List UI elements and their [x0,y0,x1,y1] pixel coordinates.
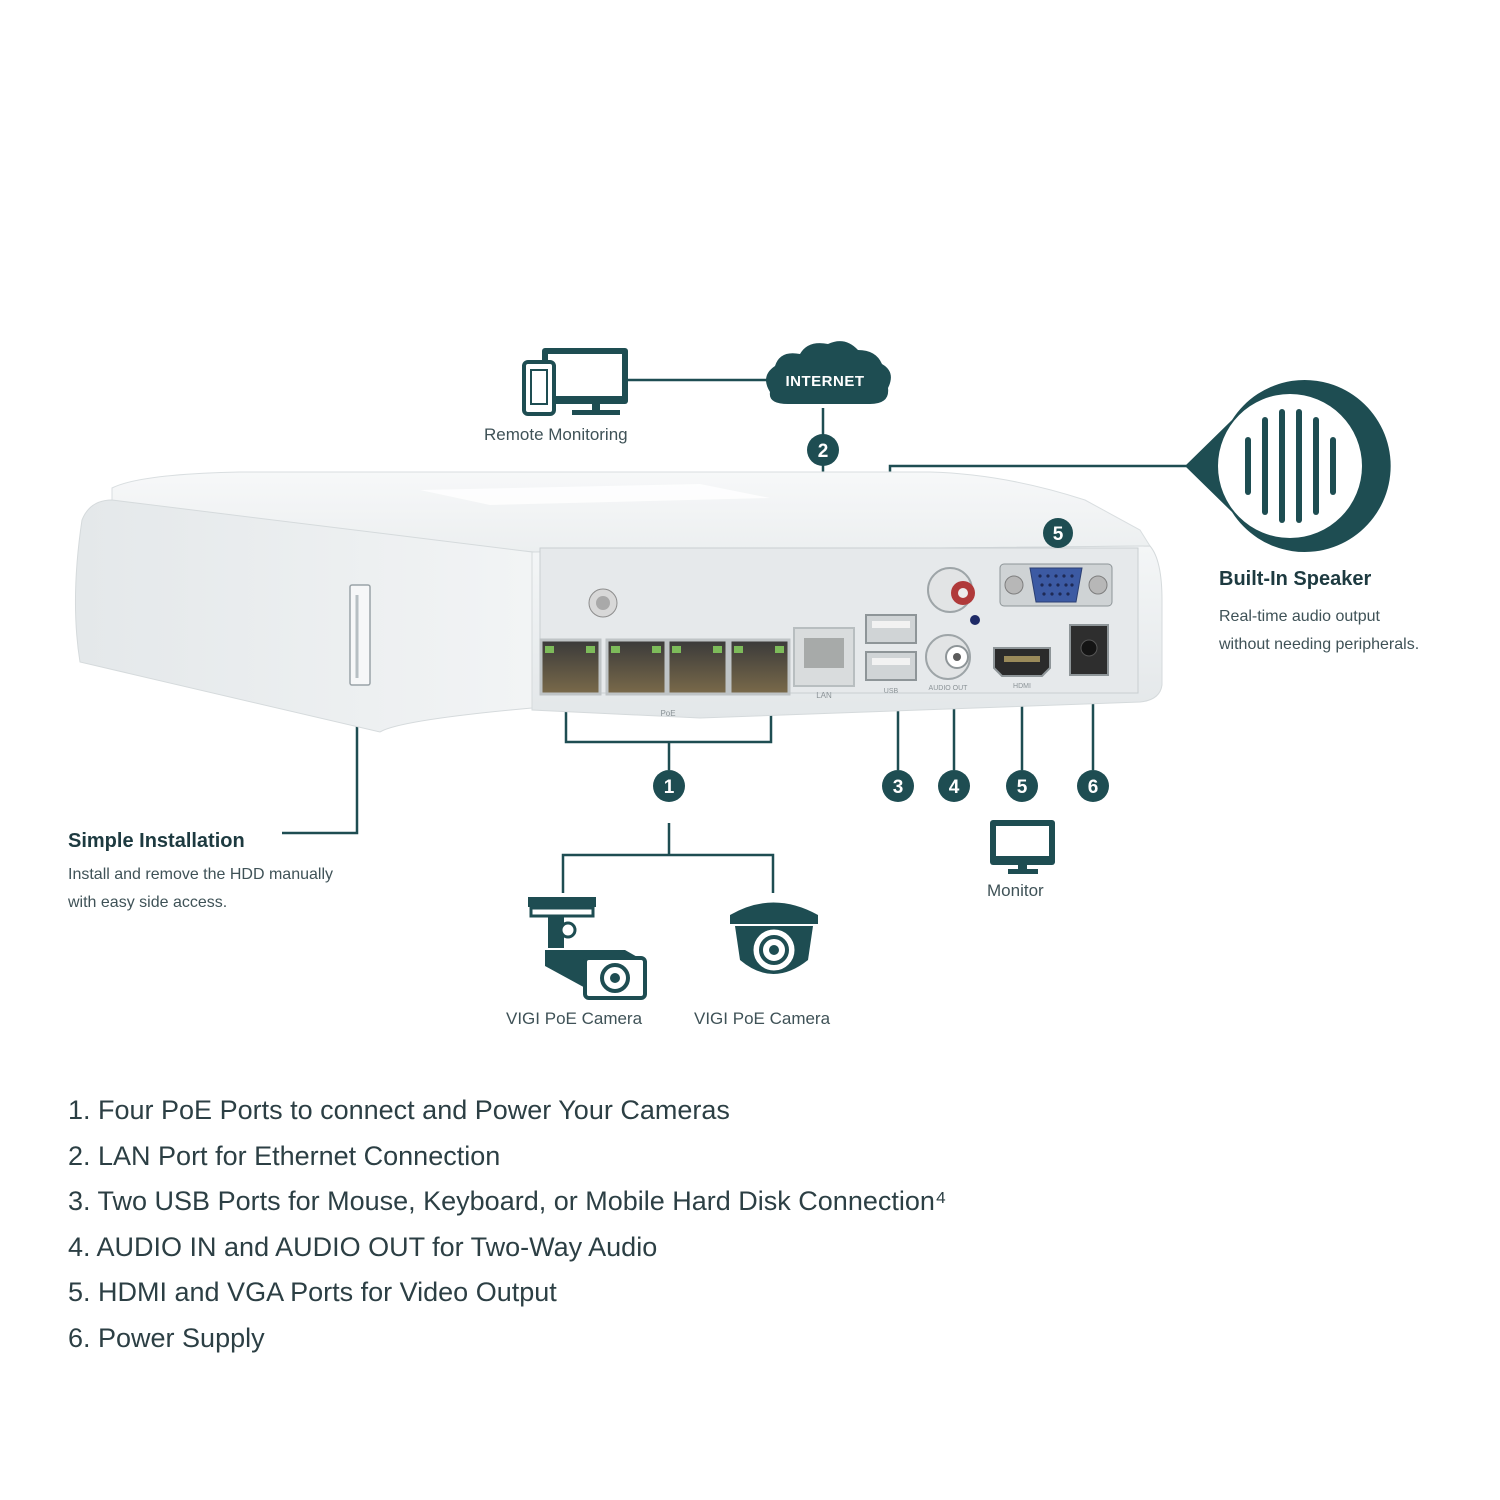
audio-out-label: AUDIO OUT [929,685,969,692]
audio-out-jack-hole [953,653,961,661]
usb-port-1 [865,614,917,644]
poe-led-1a [545,646,554,653]
hdmi-port: HDMI [993,647,1051,690]
usb-tongue-1 [872,621,910,628]
speaker-callout-line-1: Real-time audio output [1219,608,1380,625]
badge-5-number: 5 [1017,777,1028,798]
poe-ports: PoE [539,638,791,718]
audio-ports: AUDIO OUT [925,567,980,692]
feature-item-5: 5. HDMI and VGA Ports for Video Output [68,1277,557,1307]
badge-4-number: 4 [949,777,960,798]
lan-port-label: LAN [816,691,832,700]
device-top-label-area [420,484,770,505]
feature-item-4: 4. AUDIO IN and AUDIO OUT for Two-Way Au… [68,1231,658,1262]
badge-3: 3 [882,770,914,802]
install-callout-title: Simple Installation [68,830,245,852]
feature-item-2: 2. LAN Port for Ethernet Connection [68,1140,501,1171]
ground-screw-inner [596,596,610,610]
vga-port-socket [1029,567,1083,603]
hdmi-port-pins [1004,656,1040,662]
dome-camera-icon [730,902,818,974]
feature-list: 1. Four PoE Ports to connect and Power Y… [68,1088,947,1361]
badge-6: 6 [1077,770,1109,802]
poe-led-2b [652,646,661,653]
poe-led-1b [586,646,595,653]
usb-ports: USB [865,614,917,695]
cameras-split-line [561,853,775,893]
device-side-panel [74,499,533,733]
install-callout-line-2: with easy side access. [68,894,228,911]
badge-6-number: 6 [1088,777,1099,798]
badge-1: 1 [653,770,685,802]
camera-1-label: VIGI PoE Camera [506,1009,643,1028]
badge-5: 5 [1006,770,1038,802]
hdd-slot [349,584,371,686]
usb-port-2 [865,651,917,681]
vga-screw-right [1088,575,1108,595]
poe-led-2a [611,646,620,653]
install-callout-line-1: Install and remove the HDD manually [68,866,334,883]
poe-led-4a [734,646,743,653]
badge-2: 2 [807,434,839,466]
badge-2-number: 2 [818,441,829,462]
badge-5-vga: 5 [1043,518,1073,548]
power-port [1069,624,1109,676]
badge-1-number: 1 [664,777,675,798]
speaker-callout-title: Built-In Speaker [1219,568,1372,590]
vga-pins [1038,574,1074,596]
poe-port-label: PoE [660,709,675,718]
internet-label: INTERNET [786,373,865,390]
poe-led-4b [775,646,784,653]
monitor-icon [990,820,1055,874]
install-callout-description: Install and remove the HDD manually with… [68,861,333,917]
feature-item-1: 1. Four PoE Ports to connect and Power Y… [68,1095,730,1125]
feature-item-3: 3. Two USB Ports for Mouse, Keyboard, or… [68,1186,947,1216]
poe-led-3a [672,646,681,653]
cloud-icon [766,341,891,404]
audio-in-jack-hole [958,588,968,598]
badge-3-number: 3 [893,777,904,798]
hdmi-port-label: HDMI [1013,683,1031,690]
usb-port-label: USB [884,688,899,695]
camera-2-label: VIGI PoE Camera [694,1009,831,1028]
poe-led-3b [713,646,722,653]
computer-and-phone-icon [522,348,628,416]
nvr-device: PoE LAN USB AUDIO OUT HDMI [74,471,1163,733]
speaker-grille-icon [1185,380,1391,552]
vga-port [999,563,1113,607]
power-port-pin [1080,639,1098,657]
hdd-callout-line [282,690,359,835]
lan-port-socket [804,638,844,668]
speaker-callout-description: Real-time audio output without needing p… [1219,603,1419,659]
bullet-camera-icon [528,897,647,1000]
remote-monitoring-label: Remote Monitoring [484,425,628,444]
monitor-label: Monitor [987,881,1044,900]
vga-screw-left [1004,575,1024,595]
badge-5-vga-number: 5 [1053,524,1064,545]
speaker-callout-line-2: without needing peripherals. [1219,636,1420,653]
alarm-indicator [970,615,980,625]
feature-item-6: 6. Power Supply [68,1322,265,1353]
usb-tongue-2 [872,658,910,665]
lan-port: LAN [793,627,855,700]
badge-4: 4 [938,770,970,802]
